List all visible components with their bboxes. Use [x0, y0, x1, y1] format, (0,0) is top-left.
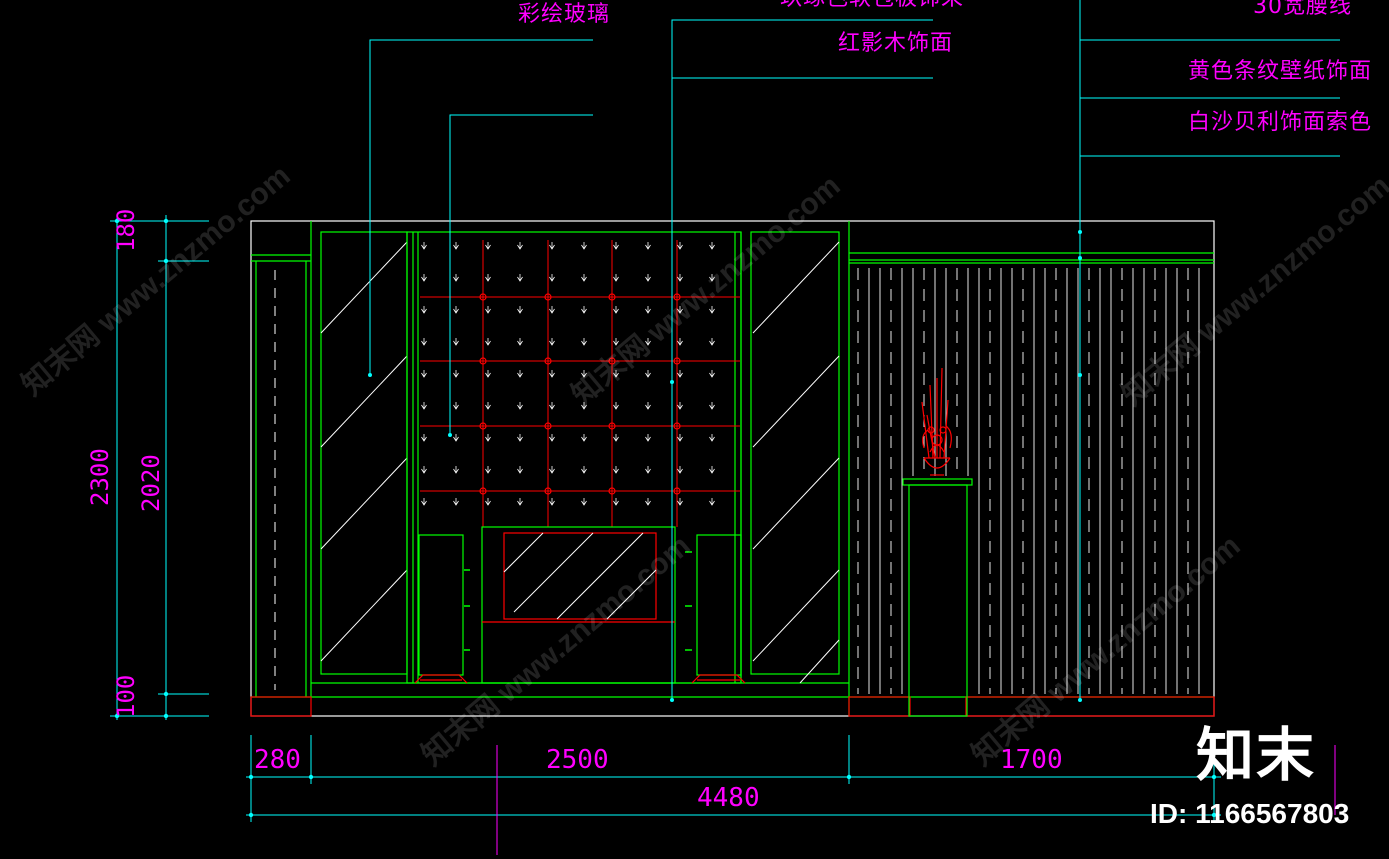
right-glass-panel — [750, 221, 850, 716]
potted-plant-icon — [921, 367, 952, 476]
tufting-button-icon — [544, 487, 552, 495]
tufting-button-icon — [608, 357, 616, 365]
tufting-button-icon — [479, 487, 487, 495]
tufting-button-icon — [608, 422, 616, 430]
dim-280: 280 — [254, 745, 301, 775]
dim-2500: 2500 — [546, 745, 609, 775]
dim-2300: 2300 — [86, 448, 114, 506]
tufting-button-icon — [544, 293, 552, 301]
wallpaper-wall — [848, 252, 1215, 717]
tufting-button-icon — [479, 422, 487, 430]
tufting-button-icon — [479, 357, 487, 365]
tufting-button-icon — [673, 357, 681, 365]
tufting-button-icon — [673, 293, 681, 301]
dim-1700: 1700 — [1000, 745, 1063, 775]
tufting-button-icon — [608, 293, 616, 301]
label-wood-veneer: 红影木饰面 — [838, 31, 954, 56]
tufting-button-icon — [608, 487, 616, 495]
tufting-button-icon — [673, 487, 681, 495]
wall-outline — [250, 220, 1215, 717]
tufting-button-icon — [479, 293, 487, 301]
dim-100: 100 — [112, 674, 140, 718]
pedestal — [902, 478, 973, 717]
right-speaker-column — [691, 534, 746, 684]
left-speaker-column — [414, 534, 468, 684]
label-striped-wallpaper: 黄色条纹壁纸饰面 — [1188, 59, 1373, 84]
label-beige-finish: 白沙贝利饰面索色 — [1188, 110, 1373, 135]
wallpaper-stripes — [857, 268, 1200, 694]
label-top-material: 玖琢色软包板饰采 — [780, 0, 964, 10]
dim-4480: 4480 — [697, 783, 760, 813]
left-glass-panel — [320, 231, 408, 675]
tufting-button-icon — [544, 357, 552, 365]
dim-180: 180 — [112, 208, 140, 252]
left-pilaster — [250, 221, 312, 717]
tufting-button-icon — [544, 422, 552, 430]
label-waist-line: 30宽腰线 — [1253, 0, 1352, 19]
tufted-grid — [420, 240, 740, 527]
dim-2020: 2020 — [137, 454, 165, 512]
callout-leaders — [369, 0, 1340, 700]
label-painted-glass: 彩绘玻璃 — [518, 2, 611, 27]
tufting-button-icon — [673, 422, 681, 430]
tv-niche — [481, 526, 676, 684]
id-label: ID: 1166567803 — [1150, 798, 1350, 829]
znzmo-logo: 知末 — [1196, 721, 1317, 789]
tufted-pattern-marks — [421, 242, 715, 506]
